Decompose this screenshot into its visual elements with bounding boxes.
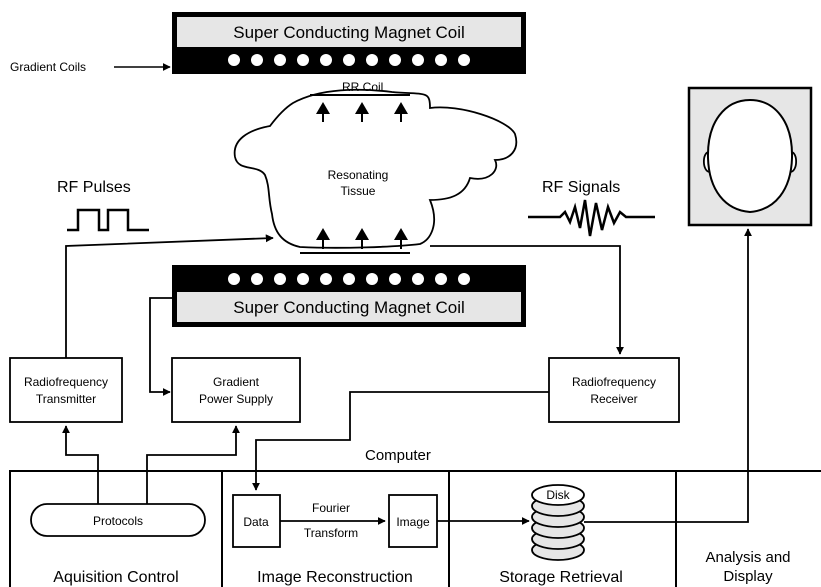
disk-icon xyxy=(531,484,585,561)
rf-pulses-label: RF Pulses xyxy=(57,179,131,196)
bottom-gradient-coil-dots xyxy=(228,273,470,285)
rf-pulses-waveform xyxy=(67,208,149,232)
svg-text:Radiofrequency: Radiofrequency xyxy=(572,375,656,389)
rf-signals-label: RF Signals xyxy=(542,179,620,196)
head-icon xyxy=(706,98,794,214)
rf-receiver-box: Radiofrequency Receiver xyxy=(548,357,680,423)
svg-text:Protocols: Protocols xyxy=(93,514,143,528)
bottom-magnet-label: Super Conducting Magnet Coil xyxy=(233,298,465,317)
rr-coil-top-arrows xyxy=(316,102,408,122)
top-magnet-label: Super Conducting Magnet Coil xyxy=(233,23,465,42)
tissue-label-line1: Resonating xyxy=(328,168,389,182)
svg-text:Data: Data xyxy=(243,515,269,529)
section-reconstruction-label: Image Reconstruction xyxy=(257,569,413,586)
gradient-coil-to-power-arrow xyxy=(149,297,172,396)
tissue-label-line2: Tissue xyxy=(341,184,376,198)
protocols-box: Protocols xyxy=(30,503,206,537)
svg-text:Gradient: Gradient xyxy=(213,375,260,389)
display-screen xyxy=(687,86,813,227)
disk-label: Disk xyxy=(546,488,570,502)
computer-frame xyxy=(9,470,821,587)
rf-signals-waveform xyxy=(528,199,655,237)
svg-text:Power Supply: Power Supply xyxy=(199,392,273,406)
protocols-to-transmitter-arrow xyxy=(62,425,99,504)
section-acquisition-label: Aquisition Control xyxy=(53,569,178,586)
top-magnet-coil: Super Conducting Magnet Coil xyxy=(172,12,526,74)
resonating-tissue xyxy=(233,88,518,249)
gradient-coils-label: Gradient Coils xyxy=(10,60,86,74)
fourier-label-line2: Transform xyxy=(304,526,358,540)
svg-text:Transmitter: Transmitter xyxy=(36,392,96,406)
data-box: Data xyxy=(232,494,281,548)
gradient-power-supply-box: Gradient Power Supply xyxy=(171,357,301,423)
section-storage-label: Storage Retrieval xyxy=(499,569,623,586)
disk-to-display-arrow xyxy=(584,228,752,523)
rr-coil-bottom-arrows xyxy=(316,228,408,249)
rr-coil-label: RR Coil xyxy=(342,80,383,94)
bottom-magnet-coil: Super Conducting Magnet Coil xyxy=(172,265,526,327)
receiver-to-data-arrow xyxy=(252,391,549,491)
svg-text:Receiver: Receiver xyxy=(590,392,637,406)
tissue-to-receiver-arrow xyxy=(430,245,624,355)
svg-text:Image: Image xyxy=(396,515,430,529)
fourier-label-line1: Fourier xyxy=(312,501,350,515)
transmitter-to-tissue-arrow xyxy=(65,234,274,358)
section-analysis-label-line2: Display xyxy=(723,568,773,585)
connectors xyxy=(62,228,752,523)
image-box: Image xyxy=(388,494,438,548)
computer-label: Computer xyxy=(365,447,431,464)
top-gradient-coil-dots xyxy=(228,54,470,66)
protocols-to-gradient-arrow xyxy=(146,425,240,504)
svg-text:Radiofrequency: Radiofrequency xyxy=(24,375,108,389)
rf-transmitter-box: Radiofrequency Transmitter xyxy=(9,357,123,423)
section-analysis-label-line1: Analysis and xyxy=(705,549,790,566)
